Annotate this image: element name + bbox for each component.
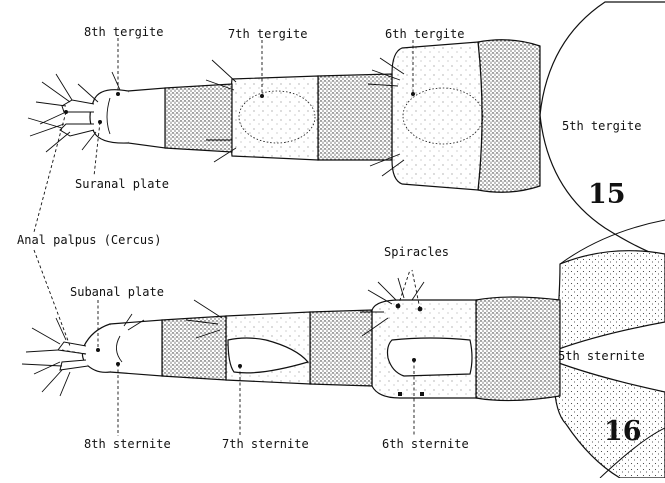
label-spiracles: Spiracles: [384, 245, 449, 259]
label-anal-palpus: Anal palpus (Cercus): [17, 233, 162, 247]
label-subanal-plate: Subanal plate: [70, 285, 164, 299]
anal-palpus-dorsal: [60, 100, 94, 136]
figure-number-15: 15: [588, 179, 626, 210]
tergite-6-band: [478, 40, 540, 193]
label-7th-tergite: 7th tergite: [228, 27, 307, 41]
label-6th-tergite: 6th tergite: [385, 27, 464, 41]
tergite-7-band: [318, 74, 392, 160]
label-8th-sternite: 8th sternite: [84, 437, 171, 451]
tergite-8-segment: [123, 88, 165, 148]
tergite-7-segment: [230, 76, 318, 160]
sternite-7-band: [310, 310, 372, 386]
sternite-8-segment: [104, 320, 162, 376]
sternite-8-band: [162, 316, 226, 380]
label-5th-tergite: 5th tergite: [562, 119, 641, 133]
sternite-6-band: [476, 297, 560, 401]
tergite-6-segment: [392, 42, 482, 190]
sternite-6-plate: [388, 338, 473, 376]
label-7th-sternite: 7th sternite: [222, 437, 309, 451]
label-suranal-plate: Suranal plate: [75, 177, 169, 191]
label-6th-sternite: 6th sternite: [382, 437, 469, 451]
label-8th-tergite: 8th tergite: [84, 25, 163, 39]
suranal-plate-shape: [90, 90, 128, 143]
tergite-8-band: [165, 84, 232, 152]
figure-number-16: 16: [604, 416, 642, 447]
label-5th-sternite: 5th sternite: [558, 349, 645, 363]
